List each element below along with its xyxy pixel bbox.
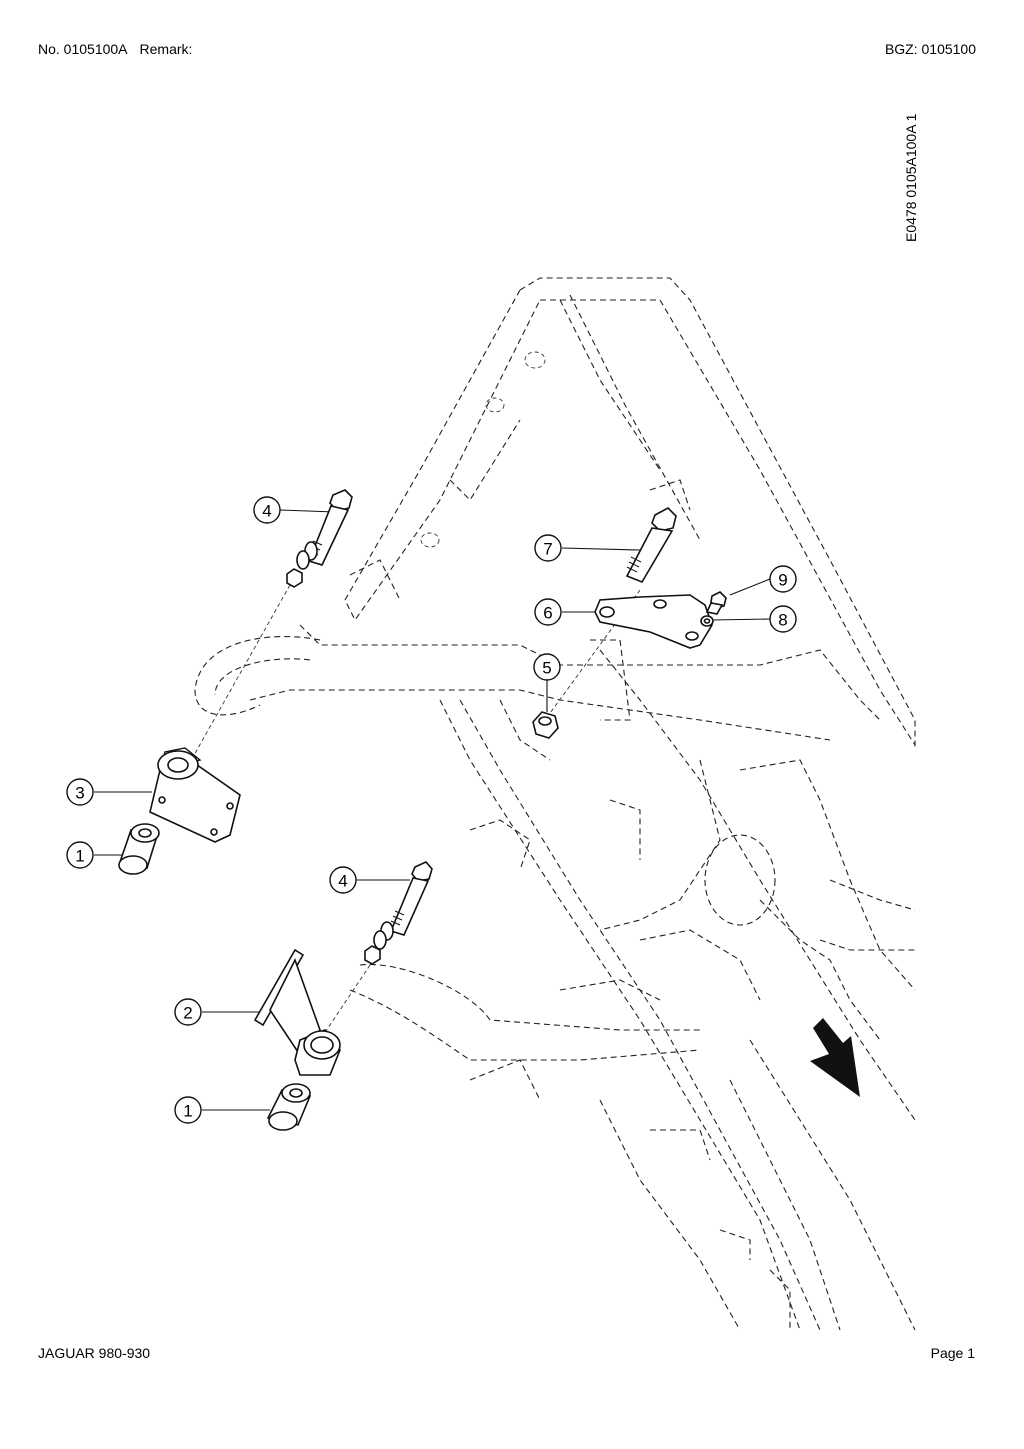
callout-1-lower: 1 — [174, 1096, 202, 1124]
part-bracket-2 — [253, 948, 341, 1076]
callout-label: 7 — [543, 540, 552, 559]
part-washers-upper — [286, 541, 318, 588]
direction-arrow-icon — [810, 1018, 860, 1097]
part-plate-6 — [594, 594, 713, 649]
part-bolt-lower — [389, 861, 433, 936]
callout-label: 5 — [542, 659, 551, 678]
part-screw-9 — [705, 591, 727, 615]
chassis-frame — [194, 277, 916, 1331]
part-bushing-upper — [118, 823, 160, 875]
callout-1-upper: 1 — [66, 841, 94, 869]
part-mount-3 — [149, 747, 241, 843]
callout-4-lower: 4 — [329, 866, 357, 894]
header-number-remark: No. 0105100A Remark: — [38, 41, 192, 57]
part-bushing-lower — [266, 1083, 312, 1131]
callout-3: 3 — [66, 778, 94, 806]
callout-label: 8 — [778, 611, 787, 630]
document-number: No. 0105100A — [38, 41, 128, 57]
part-nut-5 — [532, 711, 559, 739]
remark-label: Remark: — [139, 41, 193, 57]
callout-8: 8 — [769, 605, 797, 633]
callout-label: 4 — [262, 502, 271, 521]
callout-9: 9 — [769, 565, 797, 593]
footer-page-number: Page 1 — [930, 1345, 975, 1361]
callout-label: 4 — [338, 872, 347, 891]
callout-label: 6 — [543, 604, 552, 623]
footer-model: JAGUAR 980-930 — [38, 1345, 151, 1361]
callout-label: 1 — [183, 1102, 192, 1121]
leader-lines — [94, 509, 771, 1111]
callout-label: 9 — [778, 571, 787, 590]
callout-6: 6 — [534, 598, 562, 626]
part-washers-lower — [364, 921, 394, 965]
callout-2: 2 — [174, 998, 202, 1026]
callout-5: 5 — [533, 653, 561, 681]
part-washer-8 — [700, 615, 714, 627]
callout-label: 2 — [183, 1004, 192, 1023]
part-bolt-7 — [625, 507, 677, 583]
callout-label: 1 — [75, 847, 84, 866]
group-number: BGZ: 0105100 — [884, 41, 976, 57]
callout-4-upper: 4 — [253, 496, 281, 524]
callout-label: 3 — [75, 784, 84, 803]
callout-7: 7 — [534, 534, 562, 562]
